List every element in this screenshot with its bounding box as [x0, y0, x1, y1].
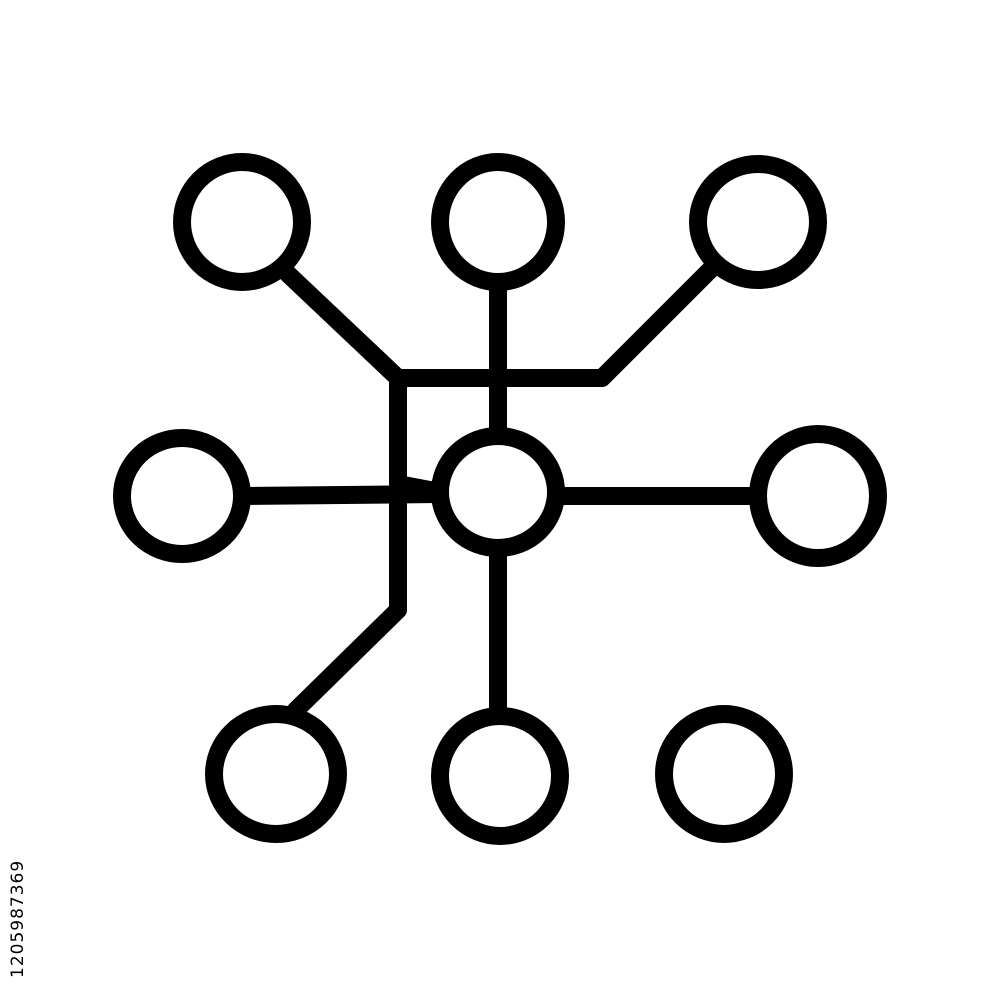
- node-top-right: [689, 155, 827, 289]
- nodes-layer: [113, 153, 887, 845]
- node-bottom-right: [655, 705, 793, 843]
- node-middle-left: [113, 429, 251, 563]
- watermark-id-text: 1205987369: [8, 859, 28, 978]
- node-bottom-left: [205, 705, 347, 843]
- node-top-center: [431, 153, 565, 291]
- node-center: [431, 427, 565, 557]
- edges-layer: [233, 259, 767, 725]
- edge-middle-left-to-center: [233, 485, 449, 505]
- edge-bottom-left-to-center: [287, 487, 407, 719]
- node-top-left: [173, 153, 311, 291]
- edge-top-right-to-center: [389, 259, 721, 387]
- node-middle-right: [749, 425, 887, 567]
- node-bottom-center: [431, 707, 569, 845]
